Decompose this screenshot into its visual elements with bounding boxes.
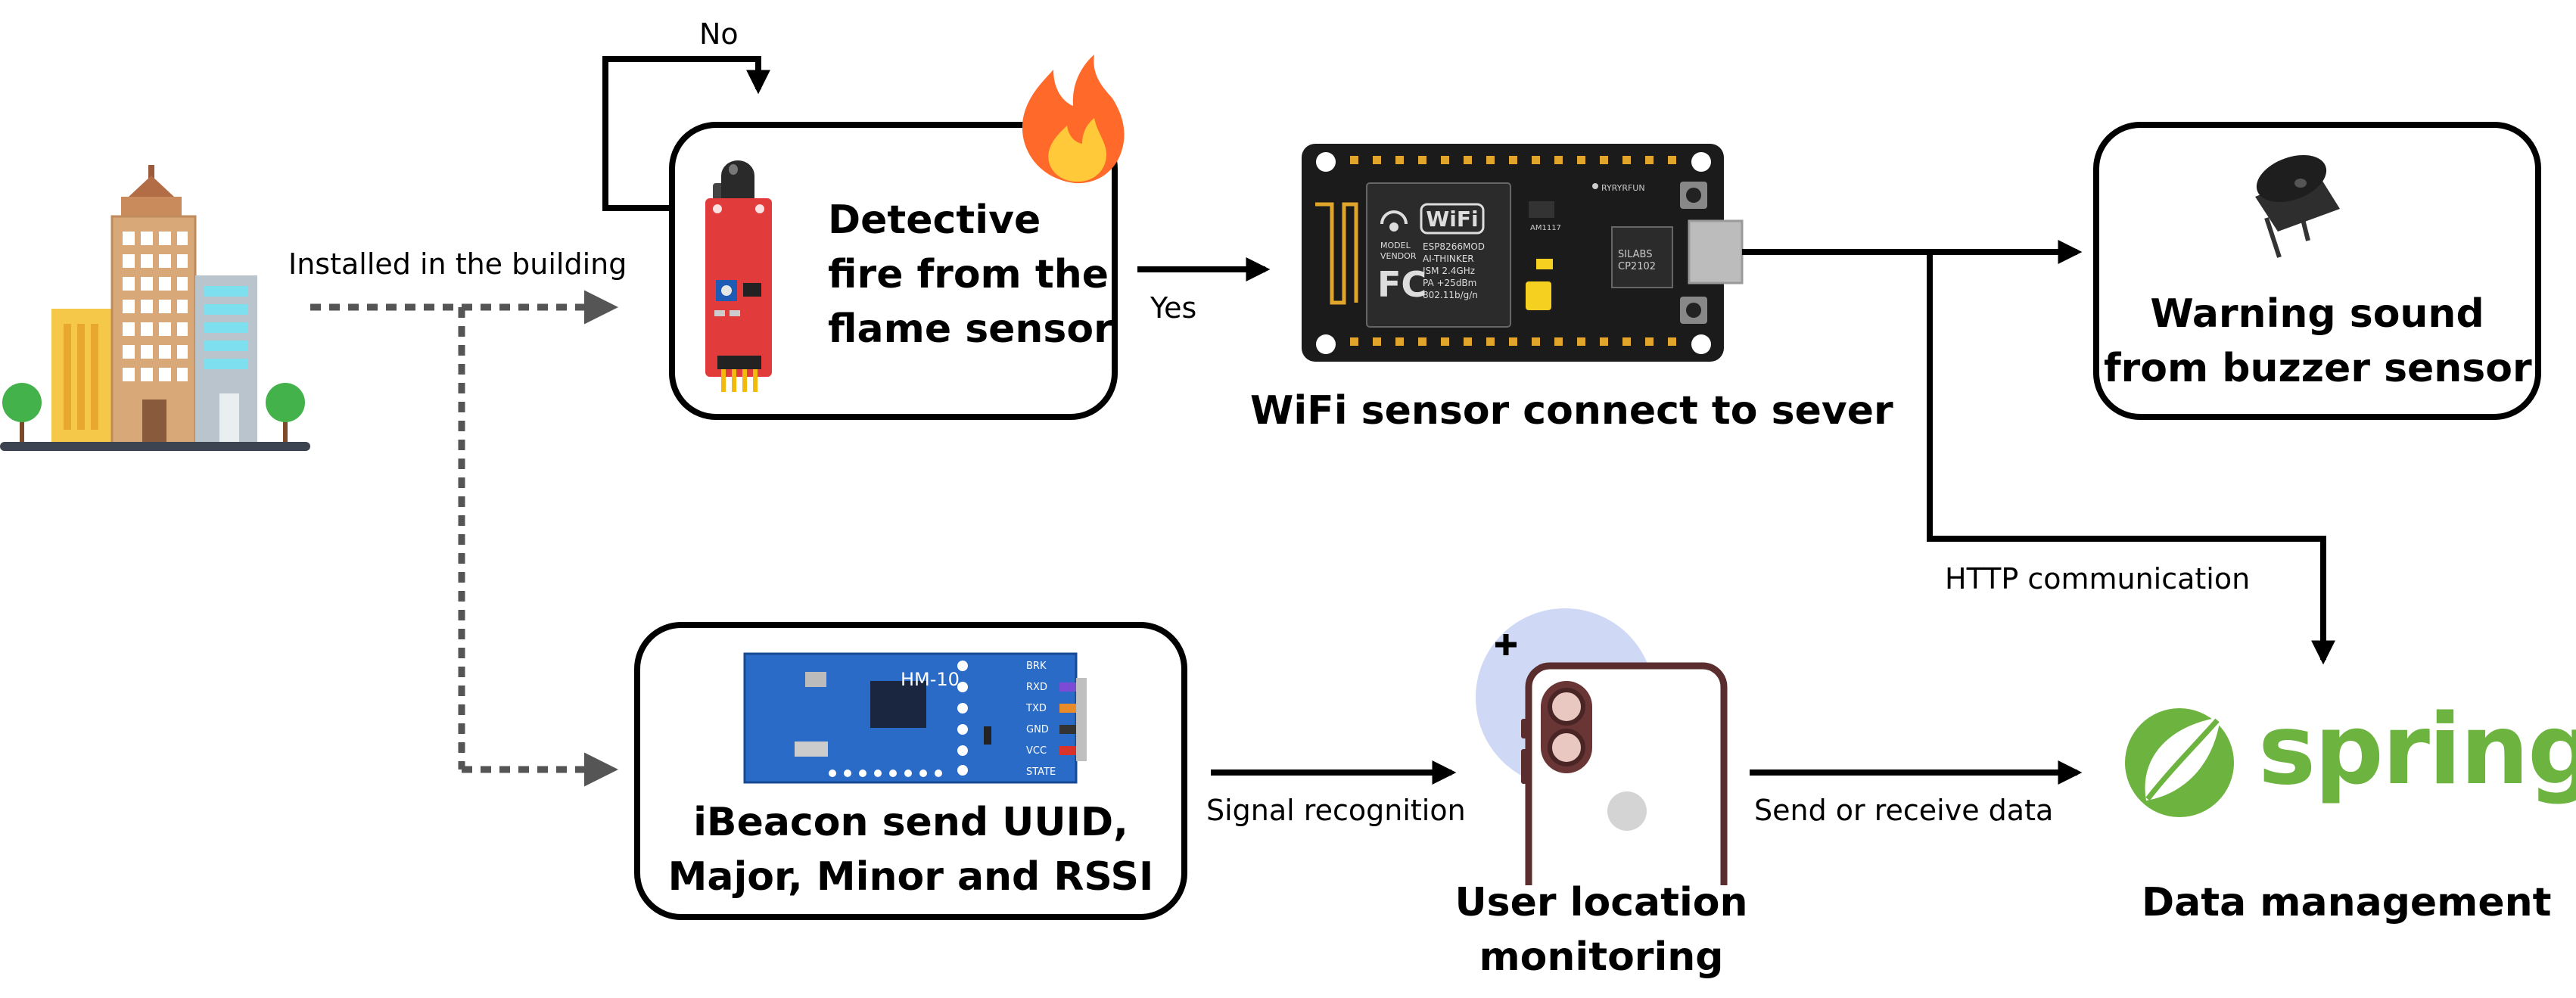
flame-title: Detective fire from the flame sensor bbox=[828, 197, 1113, 352]
phone-icon bbox=[1476, 608, 1728, 944]
pin-gnd: GND bbox=[1026, 724, 1049, 735]
ams-label: AM1117 bbox=[1530, 224, 1561, 232]
building-icon bbox=[0, 165, 310, 451]
pin-vcc: VCC bbox=[1026, 745, 1047, 757]
data-management-title: Data management bbox=[2142, 880, 2552, 925]
esp-line-4: PA +25dBm bbox=[1423, 278, 1476, 288]
dotted-connector-ibeacon bbox=[458, 307, 618, 787]
wifi-title: WiFi sensor connect to sever bbox=[1250, 388, 1893, 434]
model-label: MODEL bbox=[1380, 241, 1411, 250]
pin-txd: TXD bbox=[1025, 703, 1047, 714]
fc-mark: FC bbox=[1377, 264, 1426, 305]
flame-sensor-module bbox=[705, 160, 772, 392]
ibeacon-title: iBeacon send UUID, Major, Minor and RSSI bbox=[667, 800, 1154, 900]
fire-icon bbox=[1022, 54, 1125, 184]
yes-label: Yes bbox=[1150, 291, 1197, 325]
pin-state: STATE bbox=[1026, 766, 1056, 778]
http-connector bbox=[1927, 252, 2335, 665]
cp2102-label: CP2102 bbox=[1618, 261, 1656, 272]
wifi-badge-text: WiFi bbox=[1426, 207, 1478, 232]
esp-line-3: ISM 2.4GHz bbox=[1423, 266, 1475, 276]
signal-label: Signal recognition bbox=[1206, 794, 1466, 827]
hm10-board: HM-10 BRK RXD TXD GND VCC STATE bbox=[743, 652, 1087, 784]
hm10-label: HM-10 bbox=[901, 669, 960, 690]
buzzer-icon bbox=[2255, 154, 2340, 258]
no-label: No bbox=[699, 17, 739, 51]
user-location-title: User location monitoring bbox=[1454, 880, 1748, 980]
flame-sensor-box bbox=[669, 122, 1118, 420]
silabs-label: SILABS bbox=[1618, 249, 1652, 260]
vendor-label: VENDOR bbox=[1380, 251, 1417, 261]
esp-line-1: ESP8266MOD bbox=[1423, 241, 1485, 252]
spring-leaf-icon bbox=[2125, 706, 2234, 817]
ryryfun-label: RYRYRFUN bbox=[1601, 183, 1645, 193]
buzzer-box bbox=[2093, 122, 2541, 420]
send-receive-label: Send or receive data bbox=[1754, 794, 2054, 827]
http-label: HTTP communication bbox=[1945, 562, 2251, 595]
installed-label: Installed in the building bbox=[288, 247, 627, 281]
buzzer-title: Warning sound from buzzer sensor bbox=[2104, 291, 2532, 391]
esp-line-2: AI-THINKER bbox=[1423, 253, 1474, 264]
esp-line-5: 802.11b/g/n bbox=[1423, 290, 1478, 300]
esp8266-board: WiFi MODEL VENDOR FC ESP8266MOD AI-THINK… bbox=[1302, 144, 1744, 362]
no-loop-arrow bbox=[602, 56, 770, 211]
pin-brk: BRK bbox=[1026, 661, 1047, 672]
spring-logo-text: spring bbox=[2258, 694, 2576, 807]
pin-rxd: RXD bbox=[1026, 682, 1047, 693]
